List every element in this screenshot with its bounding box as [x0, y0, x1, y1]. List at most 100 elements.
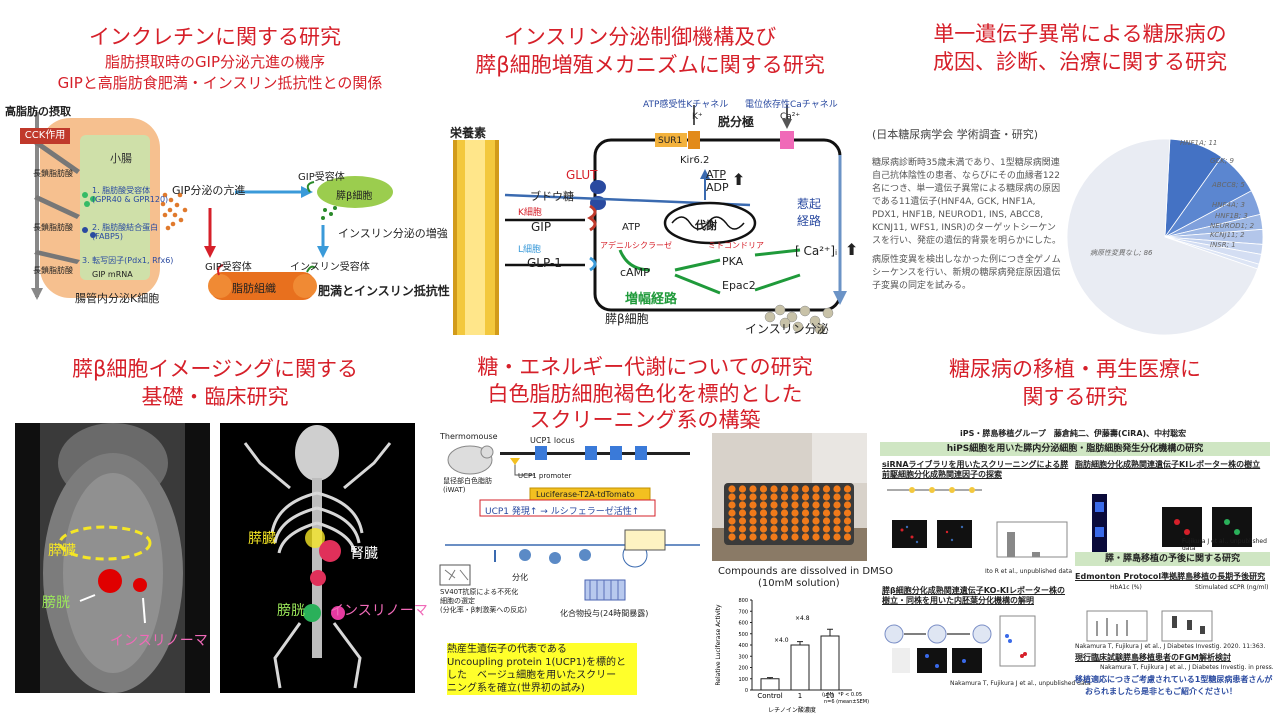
inguinal-label: 鼠径部白色脂肪: [443, 477, 492, 485]
reporter-label: Luciferase-T2A-tdTomato: [536, 490, 635, 499]
mito-label: ミトコンドリア: [708, 241, 764, 250]
insulin-receptor-label: インスリン受容体: [290, 262, 370, 273]
monogenic-title-1: 単一遺伝子異常による糖尿病の: [933, 22, 1227, 46]
nakamura-credit-2: Nakamura T, Fujikura J et al., J Diabete…: [1075, 643, 1266, 650]
thermomouse-label: Thermomouse: [440, 432, 498, 441]
activity-label: UCP1 発現↑ → ルシフェラーゼ活性↑: [485, 507, 640, 517]
adenylyl-label: アデニルシクラーゼ: [600, 241, 672, 250]
fold-label-1: ×4.8: [795, 615, 810, 622]
small-intestine-label: 小腸: [110, 152, 132, 165]
pie-label: HNF4A; 3: [1212, 201, 1245, 209]
k-cell-tag: K細胞: [518, 208, 542, 218]
pie-label: GCK; 9: [1210, 157, 1234, 165]
inguinal-label-2: (iWAT): [443, 486, 466, 494]
p-value-label: *P < 0.05: [838, 692, 862, 698]
incretin-diagram: [31, 112, 393, 300]
insulin-increase-label: インスリン分泌の増強: [338, 227, 448, 240]
kplus-label: K⁺: [692, 112, 703, 122]
amplify-label: 増幅経路: [625, 292, 678, 307]
depolarization-label: 脱分極: [718, 115, 755, 129]
bladder-label-1: 膀胱: [42, 595, 70, 611]
library-label: 化合物投与(24時間暴露): [560, 609, 649, 618]
pie-label: HNF1B; 3: [1215, 212, 1248, 220]
call-line-1: 移植適応につきご考慮されている1型糖尿病患者さんが: [1075, 675, 1273, 684]
insulin-title-2: 膵β細胞増殖メカニズムに関する研究: [475, 53, 825, 77]
adp-top: ADP: [706, 181, 729, 194]
ucp1-promoter-label: UCP1 promoter: [518, 472, 572, 480]
beta-cell-label-2: 膵β細胞: [605, 312, 649, 326]
camp-label: cAMP: [620, 266, 650, 279]
ucp1-locus-label: UCP1 locus: [530, 436, 575, 445]
energy-title-3: スクリーニング系の構築: [529, 408, 761, 432]
call-line-2: おられましたら是非ともご紹介ください！: [1085, 687, 1237, 696]
ito-credit: Ito R et al., unpublished data: [985, 568, 1073, 575]
ko-heading: 膵β細胞分化成熟関連遺伝子KO-KIレポーター株の樹立・同株を用いた内胚葉分化機…: [882, 586, 1066, 605]
monogenic-para-2: 病原性変異を検出しなかった例につき全ゲノムシーケンスを行い、新規の糖尿病発症原因…: [872, 255, 1061, 291]
pancreas-label-1: 膵臓: [48, 543, 76, 559]
receptor-item: 1. 脂肪酸受容体: [92, 186, 151, 195]
fat-intake-label: 高脂肪の摂取: [5, 105, 71, 118]
islet-header: 膵・膵島移植の予後に関する研究: [1075, 552, 1270, 566]
transplant-group: iPS・膵島移植グループ 藤倉純二、伊藤壽(CiRA)、中村聡宏: [960, 429, 1187, 438]
x-tick-label: Control: [757, 692, 782, 700]
glucose-label: ブドウ糖: [530, 190, 574, 203]
y-axis-label: Relative Luciferase Activity: [715, 604, 722, 686]
n-label: n=6 (mean±SEM): [824, 699, 869, 705]
k-cell-label: 腸管内分泌K細胞: [75, 292, 160, 305]
transplant-header-1: hiPS細胞を用いた膵内分泌細胞・脂肪細胞発生分化機構の研究: [880, 442, 1270, 456]
x-tick-label: 1: [798, 692, 802, 700]
mouse-scan-1: [15, 423, 210, 693]
sv40-label: SV40T抗原による不死化: [440, 588, 519, 596]
katp-label: ATP感受性Kチャネル: [643, 100, 729, 110]
atp-top: ATP: [706, 168, 727, 181]
insulinoma-label-2: インスリノーマ: [330, 603, 428, 619]
l-cell-tag: L細胞: [518, 245, 542, 255]
monogenic-title-2: 成因、診断、治療に関する研究: [933, 50, 1227, 74]
pie-label: 病原性変異なし; 86: [1090, 249, 1153, 257]
insulin-diagram: [453, 105, 847, 335]
pie-label: NEUROD1; 2: [1210, 222, 1255, 230]
y-tick-label: 600: [738, 621, 748, 627]
edmonton-heading: Edmonton Protocol準拠膵島移植の長期予後研究: [1075, 572, 1266, 581]
up-arrow-atp: ⬆: [732, 170, 746, 189]
bar-Control: [760, 678, 780, 691]
sv40-label-3: (分化率・β刺激薬への反応): [440, 606, 527, 614]
pie-label: HNF1A; 11: [1180, 139, 1217, 147]
note-line-3: した ベージュ細胞を用いたスクリー: [447, 670, 617, 681]
y-tick-label: 200: [738, 666, 748, 672]
hba1c-label: HbA1c (%): [1110, 584, 1142, 591]
compounds-note-2: (10mM solution): [758, 578, 840, 589]
sur1-label: SUR1: [658, 136, 683, 146]
transplant-title-2: 関する研究: [1022, 385, 1128, 409]
x-axis-label: レチノイン酸濃度: [768, 706, 816, 714]
note-line-1: 熱産生遺伝子の代表である: [447, 644, 567, 655]
pie-label: KCNJ11; 2: [1210, 231, 1245, 239]
glp1-label: GLP-1: [527, 256, 562, 270]
insulin-title-1: インスリン分泌制御機構及び: [503, 25, 777, 49]
epac-label: Epac2: [722, 279, 756, 292]
ca2plus-label: Ca²⁺: [780, 112, 801, 122]
gip-mrna-label: GIP mRNA: [92, 270, 133, 279]
gip-secretion-label: GIP分泌の亢進: [172, 184, 246, 197]
beta-cell-label: 膵β細胞: [336, 191, 373, 202]
monogenic-para-1: 糖尿病診断時35歳未満であり、1型糖尿病関連自己抗体陰性の患者、ならびにその血縁…: [872, 158, 1062, 246]
energy-title-1: 糖・エネルギー代謝についての研究: [477, 355, 813, 379]
incretin-title: インクレチンに関する研究: [89, 25, 341, 49]
trigger-label-2: 経路: [797, 214, 822, 228]
nakamura-credit-3: Nakamura T, Fujikura J et al., J Diabete…: [1100, 664, 1274, 671]
y-tick-label: 0: [745, 688, 748, 694]
fatty-acid-label-1: 長鎖脂肪酸: [33, 169, 73, 178]
transplant-figures-2: [884, 610, 1213, 673]
y-tick-label: 800: [738, 598, 748, 604]
x-tick-label: 10: [826, 692, 835, 700]
note-line-2: Uncoupling protein 1(UCP1)を標的と: [447, 657, 626, 668]
screening-schematic: [439, 445, 700, 601]
gip-label: GIP: [531, 220, 552, 234]
nakamura-credit-1: Nakamura T, Fujikura J et al., unpublish…: [950, 680, 1091, 687]
secretion-label: インスリン分泌: [745, 322, 829, 336]
transplant-title-1: 糖尿病の移植・再生医療に: [949, 357, 1201, 381]
adipose-label: 脂肪組織: [232, 282, 276, 295]
glut-label: GLUT: [566, 168, 598, 182]
